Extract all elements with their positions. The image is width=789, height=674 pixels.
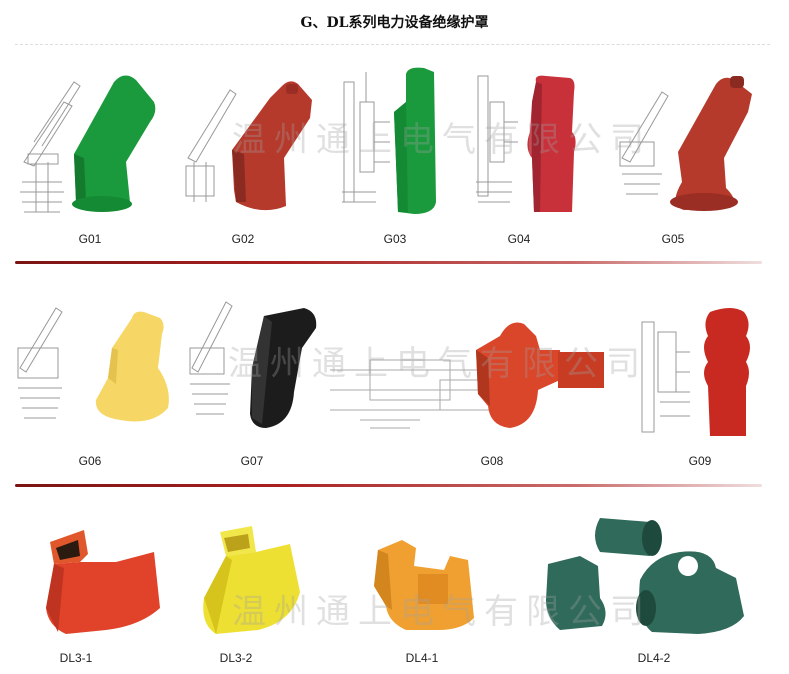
label-g09: G09 <box>688 454 712 468</box>
label-g01: G01 <box>78 232 102 246</box>
label-g07: G07 <box>240 454 264 468</box>
label-dl3-2: DL3-2 <box>219 651 253 665</box>
product-photo-g09 <box>636 302 766 442</box>
product-photo-g04 <box>470 62 580 222</box>
label-g06: G06 <box>78 454 102 468</box>
product-photo-g08 <box>330 310 630 450</box>
product-photo-dl4-1 <box>358 526 488 646</box>
product-photo-g03 <box>334 62 444 222</box>
label-dl3-1: DL3-1 <box>59 651 93 665</box>
label-g05: G05 <box>661 232 685 246</box>
product-photo-dl4-2 <box>540 508 760 648</box>
section-divider <box>15 261 762 264</box>
section-divider <box>15 484 762 487</box>
product-photo-g01 <box>14 62 164 222</box>
product-photo-g05 <box>612 62 762 222</box>
label-g03: G03 <box>383 232 407 246</box>
label-g04: G04 <box>507 232 531 246</box>
product-photo-g06 <box>12 288 182 438</box>
label-g08: G08 <box>480 454 504 468</box>
label-dl4-1: DL4-1 <box>405 651 439 665</box>
page-title: G、DL系列电力设备绝缘护罩 <box>300 15 489 31</box>
product-photo-dl3-1 <box>36 512 166 642</box>
label-dl4-2: DL4-2 <box>637 651 671 665</box>
product-photo-g07 <box>182 288 332 438</box>
product-photo-g02 <box>174 62 324 222</box>
label-g02: G02 <box>231 232 255 246</box>
product-photo-dl3-2 <box>196 512 316 642</box>
divider <box>15 44 770 45</box>
